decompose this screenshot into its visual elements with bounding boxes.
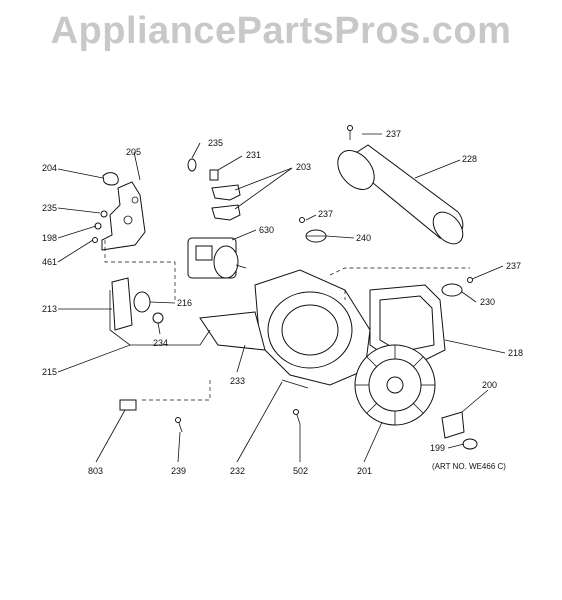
callout-237-top: 237 (386, 129, 401, 139)
switch-803 (119, 399, 137, 411)
thermostat-240 (305, 229, 327, 243)
pulley-216 (133, 291, 151, 313)
fuse-230 (441, 283, 463, 297)
callout-235-left: 235 (42, 203, 57, 213)
idler-213 (111, 277, 133, 331)
housing-232 (254, 269, 371, 386)
blower-housing-218 (369, 284, 446, 363)
screw-237-right (467, 277, 473, 283)
callout-200: 200 (482, 380, 497, 390)
nut-234 (152, 312, 164, 324)
callout-630: 630 (259, 225, 274, 235)
leader-lines (57, 133, 506, 463)
callout-231: 231 (246, 150, 261, 160)
motor-630 (187, 237, 247, 279)
callout-216: 216 (177, 298, 192, 308)
callout-235-top: 235 (208, 138, 223, 148)
clip-203 (211, 184, 241, 221)
callout-labels: 237 228 235 204 205 231 203 235 198 461 … (42, 129, 523, 476)
callout-502: 502 (293, 466, 308, 476)
screw-235-left (100, 210, 108, 218)
callout-237-right: 237 (506, 261, 521, 271)
callout-239: 239 (171, 466, 186, 476)
watermark-logo: AppliancePartsPros.com (50, 10, 512, 52)
art-number: (ART NO. WE466 C) (432, 462, 506, 471)
callout-204: 204 (42, 163, 57, 173)
callout-234: 234 (153, 338, 168, 348)
bracket-200 (441, 411, 465, 439)
screw-231 (209, 169, 219, 181)
callout-215: 215 (42, 367, 57, 377)
callout-461: 461 (42, 257, 57, 267)
bracket-205 (101, 181, 146, 251)
screw-239 (175, 417, 183, 433)
alignment-lines (104, 240, 470, 401)
callout-198: 198 (42, 233, 57, 243)
callout-213: 213 (42, 304, 57, 314)
callout-203: 203 (296, 162, 311, 172)
callout-205: 205 (126, 147, 141, 157)
blower-wheel-201 (354, 344, 436, 426)
screw-199 (462, 438, 478, 450)
callout-233: 233 (230, 376, 245, 386)
mount-plate-233 (199, 311, 266, 351)
screw-461 (92, 237, 98, 243)
callout-803: 803 (88, 466, 103, 476)
pin-232 (281, 379, 309, 389)
screw-237-top (347, 125, 353, 140)
clip-204 (102, 172, 119, 186)
callout-218: 218 (508, 348, 523, 358)
callout-230: 230 (480, 297, 495, 307)
callout-232: 232 (230, 466, 245, 476)
callout-228: 228 (462, 154, 477, 164)
callout-201: 201 (357, 466, 372, 476)
drum-cylinder (337, 144, 464, 245)
screw-502 (293, 409, 301, 425)
screw-237-mid (299, 217, 305, 223)
callout-199: 199 (430, 443, 445, 453)
callout-240: 240 (356, 233, 371, 243)
screw-235-top (187, 158, 197, 172)
callout-237-mid: 237 (318, 209, 333, 219)
